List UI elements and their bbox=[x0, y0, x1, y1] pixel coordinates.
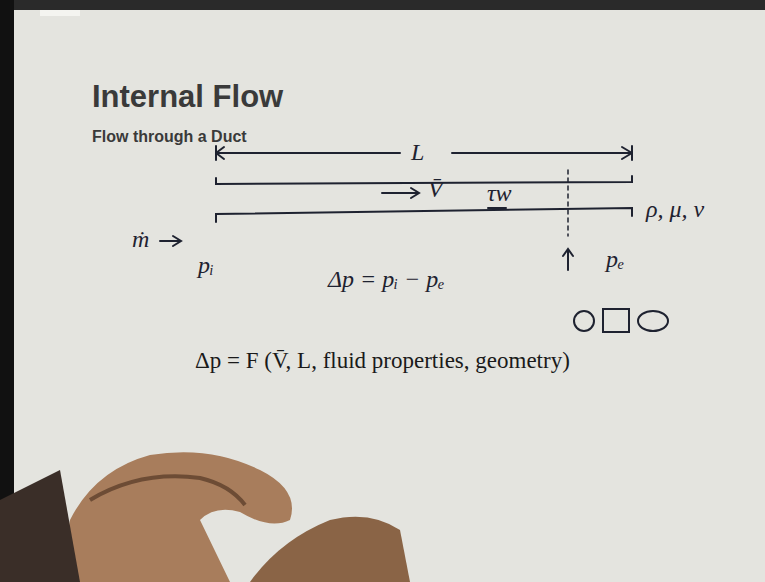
shear-label: τw bbox=[487, 180, 512, 206]
length-label: L bbox=[411, 139, 424, 165]
pressure-equation: Δp = F (V̄, L, fluid properties, geometr… bbox=[195, 348, 570, 373]
frame-light bbox=[40, 10, 80, 16]
pressure-drop: Δp = pᵢ − pₑ bbox=[328, 266, 445, 292]
mass-flow-label: ṁ bbox=[132, 226, 149, 252]
lecturer-hand bbox=[0, 452, 410, 582]
inlet-pressure: pᵢ bbox=[198, 252, 214, 278]
velocity-label: V̄ bbox=[428, 176, 443, 202]
top-frame bbox=[0, 0, 765, 10]
slide-subtitle: Flow through a Duct bbox=[92, 128, 247, 146]
duct-sketch bbox=[160, 146, 668, 332]
property-label: ρ, μ, ν bbox=[646, 196, 704, 222]
exit-pressure: pₑ bbox=[606, 246, 624, 272]
slide-title: Internal Flow bbox=[92, 80, 283, 114]
